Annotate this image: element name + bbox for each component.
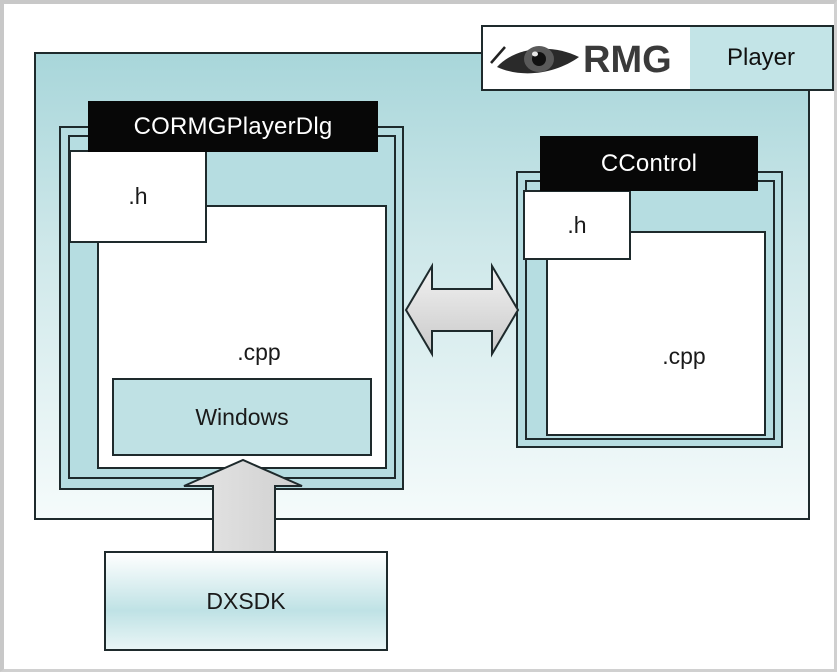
windows-box: Windows	[112, 378, 372, 456]
eye-icon	[487, 33, 583, 85]
control-title-label: CControl	[540, 136, 758, 191]
dxsdk-box: DXSDK	[104, 551, 388, 651]
control-cpp-box	[546, 231, 766, 436]
double-arrow-icon	[402, 262, 522, 358]
logo-brand-text: RMG	[583, 39, 672, 81]
dialog-title-label: CORMGPlayerDlg	[88, 101, 378, 152]
logo-product-text: Player	[690, 27, 832, 89]
rmg-player-logo: RMG Player	[481, 25, 834, 91]
control-h-box: .h	[523, 190, 631, 260]
dialog-cpp-label: .cpp	[237, 338, 281, 365]
dialog-h-box: .h	[69, 150, 207, 243]
control-cpp-label: .cpp	[662, 342, 706, 369]
up-arrow-icon	[180, 458, 306, 554]
